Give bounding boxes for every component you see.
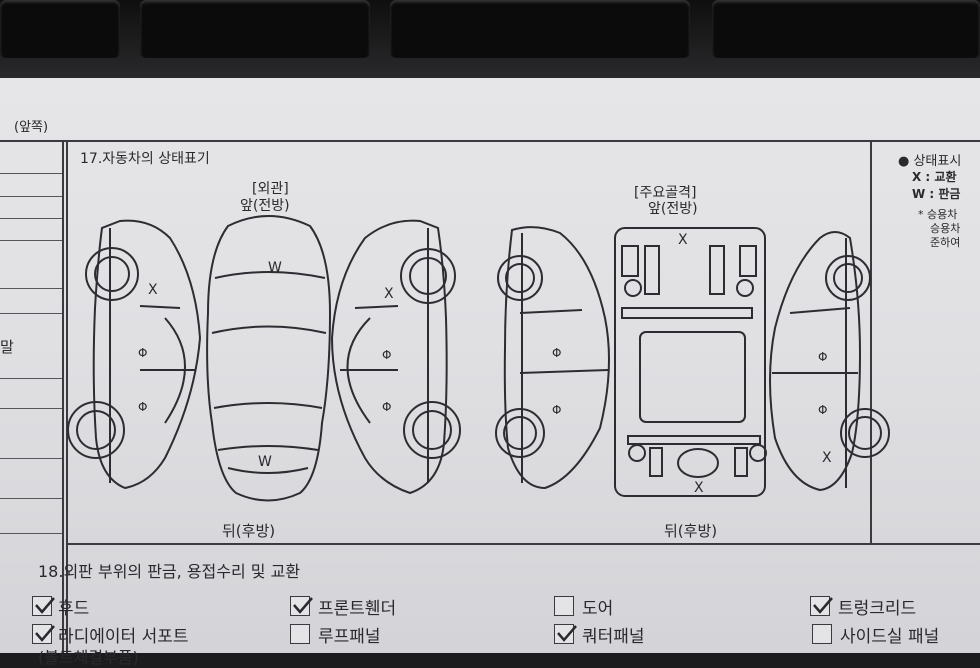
keyboard-background	[0, 0, 980, 80]
mark-phi: Φ	[138, 400, 148, 414]
mark-x-right-fender: X	[384, 286, 394, 302]
cut-off-item-label: (볼트체결부품)	[38, 648, 139, 667]
frame-top-view	[614, 227, 767, 497]
document-page: (앞쪽) 말 17.자동차의 상태표기 [외관] 앞(전방) 뒤(후방) [주요…	[0, 78, 980, 667]
mark-phi: Φ	[552, 346, 562, 360]
mark-phi: Φ	[382, 400, 392, 414]
frame-right-side-view	[769, 231, 890, 492]
item-label: 사이드실 패널	[840, 627, 940, 647]
mark-w-trunk: W	[258, 454, 272, 470]
checkbox-side-sill-panel[interactable]	[812, 624, 832, 644]
section-divider	[66, 543, 980, 545]
exterior-top-view	[206, 215, 332, 502]
mark-phi: Φ	[818, 350, 828, 364]
keyboard-key	[390, 0, 690, 58]
frame-label: [주요골격]	[634, 185, 697, 201]
item-label: 쿼터패널	[582, 627, 645, 647]
mark-phi: Φ	[818, 403, 828, 417]
left-column-divider-inner	[66, 140, 68, 653]
item-label: 라디에이터 서포트	[58, 627, 189, 647]
item-label: 트렁크리드	[838, 599, 917, 619]
frame-front-label: 앞(전방)	[648, 201, 698, 217]
checkbox-door[interactable]	[554, 596, 574, 616]
section-18-title: 18.외판 부위의 판금, 용접수리 및 교환	[38, 562, 301, 581]
checkbox-trunk-lid[interactable]	[810, 596, 833, 616]
mark-x-front-frame: X	[678, 232, 688, 248]
mark-phi: Φ	[552, 403, 562, 417]
mark-phi: Φ	[138, 346, 148, 360]
check-icon	[35, 625, 55, 642]
exterior-rear-label: 뒤(후방)	[222, 522, 276, 540]
keyboard-key	[0, 0, 120, 58]
item-label: 후드	[58, 599, 90, 619]
exterior-right-side-view	[330, 219, 461, 495]
frame-rear-label: 뒤(후방)	[664, 522, 718, 540]
item-label: 프론트휀더	[318, 599, 397, 619]
left-column-label: 말	[0, 338, 14, 356]
page-side-note: (앞쪽)	[14, 120, 49, 135]
mark-w-hood: W	[268, 260, 282, 276]
legend-note-1: * 승용차	[918, 208, 958, 221]
left-column-divider	[62, 140, 64, 653]
mark-x-left-fender: X	[148, 282, 158, 298]
legend-note-3: 준하여	[930, 236, 961, 249]
keyboard-key	[140, 0, 370, 58]
keyboard-key	[712, 0, 980, 58]
item-label: 도어	[582, 599, 614, 619]
checkbox-radiator-support[interactable]	[32, 624, 55, 644]
checkbox-quarter-panel[interactable]	[554, 624, 577, 644]
legend-title: ● 상태표시	[898, 154, 962, 169]
table-top-border	[0, 140, 980, 142]
check-icon	[813, 597, 833, 614]
legend-divider	[870, 140, 872, 545]
checkbox-front-fender[interactable]	[290, 596, 313, 616]
exterior-label: [외관]	[252, 181, 289, 197]
checkbox-hood[interactable]	[32, 596, 55, 616]
legend-panel: W : 판금	[912, 187, 961, 201]
exterior-left-side-view	[67, 219, 202, 490]
frame-left-side-view	[495, 226, 610, 490]
section-17-title: 17.자동차의 상태표기	[80, 151, 210, 167]
check-icon	[293, 597, 313, 614]
legend-exchange: X : 교환	[912, 170, 957, 184]
vehicle-diagram	[67, 215, 890, 502]
check-icon	[35, 597, 55, 614]
mark-x-rear-quarter: X	[822, 450, 832, 466]
mark-phi: Φ	[382, 348, 392, 362]
check-icon	[557, 625, 577, 642]
mark-x-rear-frame: X	[694, 480, 704, 496]
checkbox-roof-panel[interactable]	[290, 624, 310, 644]
legend-note-2: 승용차	[930, 222, 961, 235]
exterior-front-label: 앞(전방)	[240, 198, 290, 214]
item-label: 루프패널	[318, 627, 381, 647]
